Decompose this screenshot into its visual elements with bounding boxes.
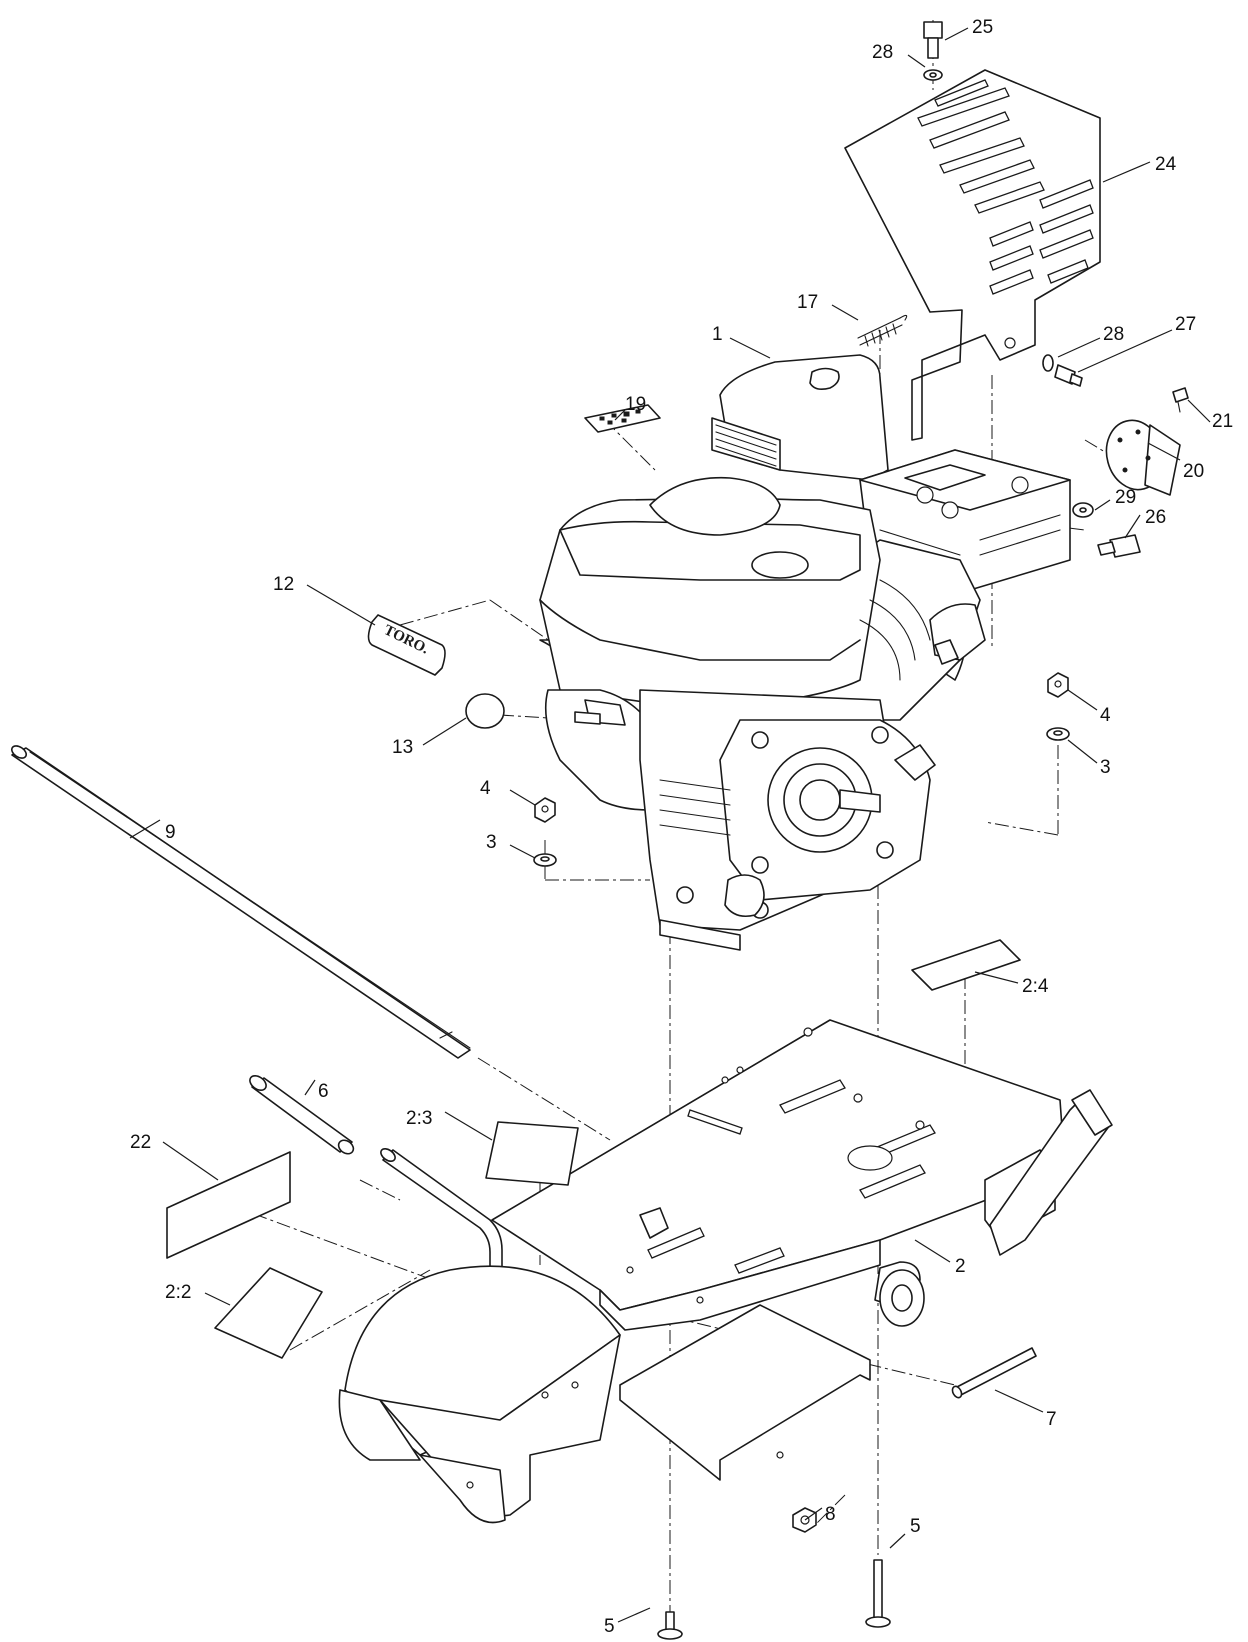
bolt-25: [923, 21, 943, 59]
heat-shield: [844, 69, 1101, 441]
callout-25: 25: [972, 17, 993, 38]
callout-13: 13: [392, 737, 413, 758]
callout-2-4: 2:4: [1022, 976, 1049, 997]
washer-28-top: [923, 69, 943, 81]
callout-5-left: 5: [604, 1616, 615, 1637]
callout-5-right: 5: [910, 1516, 921, 1537]
callout-3-right: 3: [1100, 757, 1111, 778]
callout-7: 7: [1046, 1409, 1057, 1430]
callout-3-left: 3: [486, 832, 497, 853]
air-cleaner-cover: [711, 354, 889, 481]
callout-6: 6: [318, 1081, 329, 1102]
bolt-5-left: [657, 1611, 683, 1640]
spring-17: [857, 314, 908, 347]
screw-21: [1172, 387, 1189, 413]
washer-28-side: [1042, 354, 1054, 372]
callout-2-2: 2:2: [165, 1282, 191, 1303]
callout-21: 21: [1212, 411, 1233, 432]
callout-27: 27: [1175, 314, 1196, 335]
callout-4-left: 4: [480, 778, 491, 799]
callout-1: 1: [712, 324, 723, 345]
plug-13: [465, 693, 505, 729]
callout-2: 2: [955, 1256, 966, 1277]
decal-19: [584, 404, 661, 433]
callout-12: 12: [273, 574, 294, 595]
callout-17: 17: [797, 292, 818, 313]
washer-3-right: [1046, 727, 1070, 741]
handle-tube-9: [11, 745, 471, 1059]
toro-decal-12: TORO.: [367, 614, 446, 676]
callout-8: 8: [825, 1504, 836, 1525]
decal-2-2: [214, 1267, 323, 1359]
callout-leaders: [129, 27, 1211, 1623]
grip-tube-6: [249, 1075, 355, 1155]
callout-24: 24: [1155, 154, 1177, 175]
callout-labels: 25 28 24 17 1 28 27 19 21 20 29 26 12 4 …: [130, 17, 1233, 1637]
callout-28-top: 28: [872, 42, 893, 63]
bolt-5-right: [865, 1559, 891, 1628]
decal-2-4: [911, 939, 1021, 991]
callout-19: 19: [625, 394, 646, 415]
callout-9: 9: [165, 822, 176, 843]
nut-8: [792, 1507, 817, 1533]
heat-shield-slots: [917, 79, 1094, 295]
belt-guard: [338, 1265, 621, 1524]
callout-22: 22: [130, 1132, 151, 1153]
axle-pin-7: [951, 1347, 1037, 1399]
nut-4-left: [534, 797, 556, 823]
callout-26: 26: [1145, 507, 1166, 528]
belt-cover-plate: [619, 1304, 871, 1481]
spark-arrester-20: [1105, 419, 1181, 496]
callout-28-side: 28: [1103, 324, 1124, 345]
callout-20: 20: [1183, 461, 1204, 482]
bolt-26: [1097, 534, 1141, 558]
washer-29: [1072, 502, 1094, 518]
base-frame-2: [491, 1019, 1113, 1331]
callout-29: 29: [1115, 487, 1136, 508]
bolt-27: [1054, 364, 1083, 387]
nut-4-right: [1047, 672, 1069, 698]
decal-22: [166, 1151, 291, 1259]
engine: [539, 476, 986, 951]
callout-2-3: 2:3: [406, 1108, 432, 1129]
washer-3-left: [533, 853, 557, 867]
callout-4-right: 4: [1100, 705, 1111, 726]
decal-2-3: [485, 1121, 579, 1186]
